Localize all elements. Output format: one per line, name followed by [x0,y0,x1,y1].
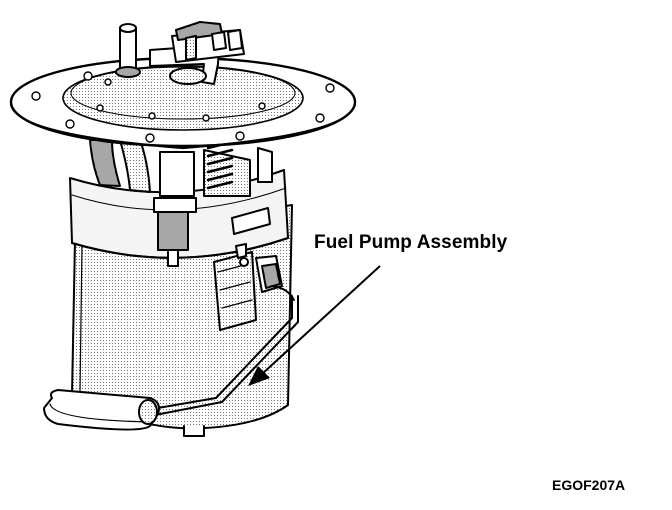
bottom-foot [183,425,205,437]
band-slot [231,207,271,235]
fuel-float [43,389,160,431]
figure-code: EGOF207A [552,477,626,493]
top-connector [171,21,245,63]
fuel-outlet-pipe [115,23,141,78]
front-clip [153,197,197,267]
fuel-level-sender [213,243,295,331]
callout-arrow [248,265,381,386]
flange-bolt-holes [31,71,335,143]
float-arm [145,295,299,417]
mounting-flange [9,56,357,150]
callout-label: Fuel Pump Assembly [314,232,508,253]
